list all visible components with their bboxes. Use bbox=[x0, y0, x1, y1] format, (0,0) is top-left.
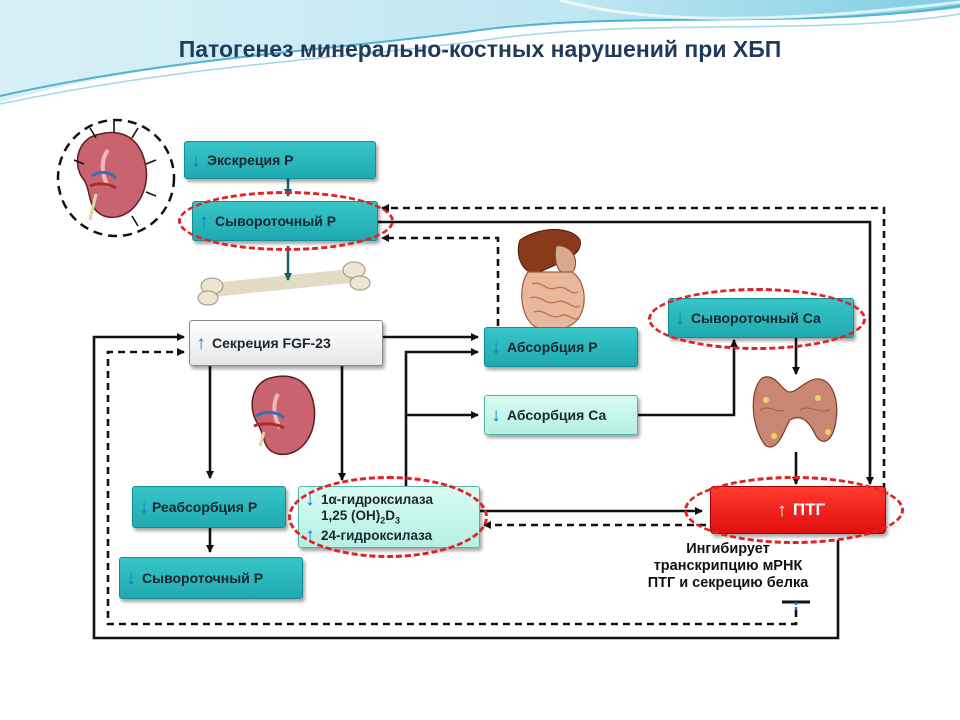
note-line-3: ПТГ и секрецию белка bbox=[647, 575, 809, 591]
reabsorption-p-label: Реабсорбция Р bbox=[152, 499, 258, 515]
note-line-2: транскрипцию мРНК bbox=[653, 558, 803, 574]
header-wave-decoration bbox=[0, 0, 960, 105]
arrow-down-icon: ↓ bbox=[191, 149, 201, 171]
arrow-down-icon: ↓ bbox=[491, 336, 501, 358]
arrow-down-icon: ↓ bbox=[491, 404, 501, 426]
excretion-p-box: ↓ Экскреция Р bbox=[184, 141, 376, 179]
highlight-oval-serum-p bbox=[178, 191, 394, 251]
serum-p-bottom-box: ↓ Сывороточный Р bbox=[119, 557, 303, 599]
thyroid-icon bbox=[752, 376, 838, 448]
serum-p-bottom-label: Сывороточный Р bbox=[142, 570, 264, 586]
highlight-oval-serum-ca bbox=[648, 288, 866, 350]
arrow-up-icon: ↑ bbox=[196, 332, 206, 354]
inhibition-note: Ингибирует транскрипцию мРНК ПТГ и секре… bbox=[612, 541, 844, 592]
highlight-oval-ptg bbox=[684, 476, 904, 544]
kidney-icon bbox=[251, 375, 316, 456]
absorption-ca-box: ↓ Абсорбция Са bbox=[484, 395, 638, 435]
kidney-icon bbox=[56, 118, 176, 238]
absorption-p-label: Абсорбция Р bbox=[507, 339, 598, 355]
reabsorption-p-box: ↓ Реабсорбция Р bbox=[132, 486, 286, 528]
digestive-organs-icon bbox=[517, 229, 585, 331]
arrow-down-icon: ↓ bbox=[139, 496, 149, 518]
page-title: Патогенез минерально-костных нарушений п… bbox=[178, 36, 782, 62]
arrow-down-icon: ↓ bbox=[126, 567, 136, 589]
excretion-p-label: Экскреция Р bbox=[207, 152, 294, 168]
fgf23-label: Секреция FGF-23 bbox=[212, 335, 331, 351]
highlight-oval-enzymes bbox=[288, 476, 488, 558]
bone-icon bbox=[197, 261, 371, 306]
absorption-p-box: ↓ Абсорбция Р bbox=[484, 327, 638, 367]
note-line-1: Ингибирует bbox=[686, 541, 770, 557]
fgf23-box: ↑ Секреция FGF-23 bbox=[189, 320, 383, 366]
absorption-ca-label: Абсорбция Са bbox=[507, 407, 607, 423]
